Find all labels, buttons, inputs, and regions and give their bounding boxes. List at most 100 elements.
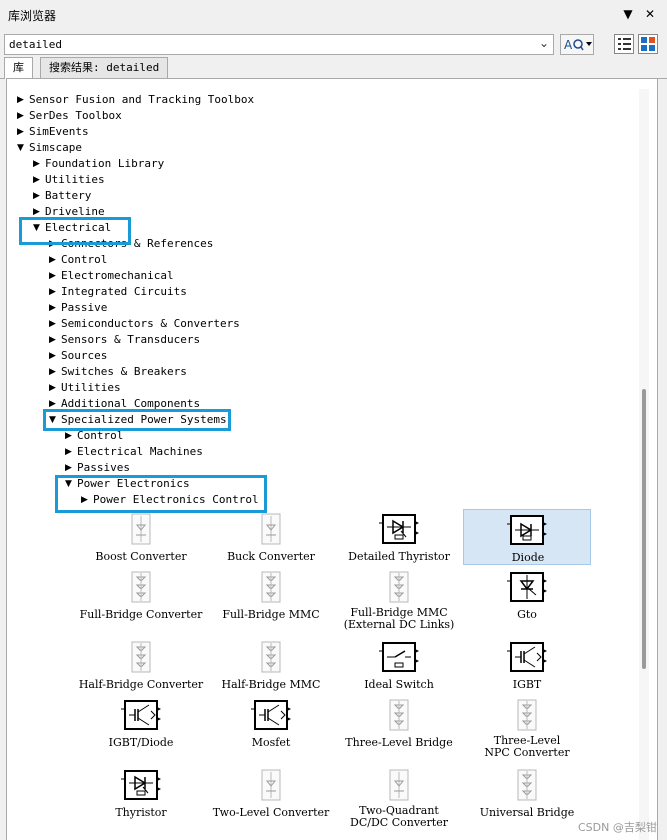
block-item[interactable]: Thyristor [77, 765, 205, 823]
scrollbar-thumb[interactable] [642, 389, 646, 669]
tree-item-label: Sources [61, 349, 108, 362]
collapsed-arrow-icon[interactable]: ▶ [17, 127, 24, 137]
collapsed-arrow-icon[interactable]: ▶ [33, 159, 40, 169]
tree-item[interactable]: ▶ Switches & Breakers [49, 364, 187, 380]
tree-item-label: Sensors & Transducers [61, 333, 201, 346]
block-item[interactable]: Gto [463, 567, 591, 625]
tree-item-label: Connectors & References [61, 237, 214, 250]
chevron-down-icon[interactable]: ⌄ [538, 36, 549, 50]
tree-item[interactable]: ▶Electromechanical [49, 268, 174, 284]
highlight-box [19, 217, 131, 245]
block-item[interactable]: Boost Converter [77, 509, 205, 567]
tree-item-label: Utilities [61, 381, 121, 394]
tree-item[interactable]: ▶Driveline [33, 204, 105, 220]
bridge-icon [251, 641, 291, 676]
tab-library[interactable]: 库 [4, 57, 33, 79]
tree-item[interactable]: ▶Electrical Machines [65, 444, 203, 460]
tree-item[interactable]: ▶Passive [49, 300, 107, 316]
block-label: Gto [517, 608, 537, 621]
find-button[interactable]: A [560, 34, 594, 55]
collapsed-arrow-icon[interactable]: ▶ [49, 319, 56, 329]
collapsed-arrow-icon[interactable]: ▶ [49, 399, 56, 409]
tree-item[interactable]: ▼ Specialized Power Systems [49, 412, 227, 428]
collapsed-arrow-icon[interactable]: ▶ [49, 335, 56, 345]
tree-item[interactable]: ▶ Sources [49, 348, 107, 364]
block-item[interactable]: Two-Level Converter [207, 765, 335, 823]
tree-item[interactable]: ▶Control [49, 252, 107, 268]
tree-item[interactable]: ▶SimEvents [17, 124, 89, 140]
collapsed-arrow-icon[interactable]: ▶ [49, 287, 56, 297]
collapsed-arrow-icon[interactable]: ▶ [49, 383, 56, 393]
collapsed-arrow-icon[interactable]: ▶ [33, 175, 40, 185]
block-item[interactable]: Full-Bridge MMC(External DC Links) [335, 567, 463, 631]
block-label: Half-Bridge Converter [78, 678, 204, 691]
expanded-arrow-icon[interactable]: ▼ [49, 415, 56, 425]
igbt-diode-icon [121, 699, 161, 734]
list-view-icon[interactable] [614, 34, 634, 54]
block-item[interactable]: Full-Bridge MMC [207, 567, 335, 625]
block-item[interactable]: Detailed Thyristor [335, 509, 463, 567]
tree-item-label: Electrical [45, 221, 112, 234]
close-icon[interactable]: ✕ [644, 7, 656, 21]
switch-icon [379, 641, 419, 676]
block-item[interactable]: Universal Bridge [463, 765, 591, 823]
scrollbar[interactable] [639, 89, 649, 840]
collapsed-arrow-icon[interactable]: ▶ [65, 431, 72, 441]
thyristor-icon [379, 513, 419, 548]
block-item[interactable]: Diode [463, 509, 591, 565]
block-item[interactable]: Ideal Switch [335, 637, 463, 695]
collapsed-arrow-icon[interactable]: ▶ [65, 447, 72, 457]
tree-item-label: Switches & Breakers [61, 365, 187, 378]
collapsed-arrow-icon[interactable]: ▶ [17, 95, 24, 105]
search-input[interactable]: detailed ⌄ [4, 34, 554, 55]
collapsed-arrow-icon[interactable]: ▶ [49, 351, 56, 361]
block-item[interactable]: Half-Bridge Converter [77, 637, 205, 695]
collapse-panel-icon[interactable]: ▼ [623, 7, 633, 21]
tree-item[interactable]: ▼Simscape [17, 140, 82, 156]
tree-item[interactable]: ▶Additional Components [49, 396, 200, 412]
tree-item[interactable]: ▶Sensor Fusion and Tracking Toolbox [17, 92, 254, 108]
grid-view-icon[interactable] [638, 34, 658, 54]
tab-search-results[interactable]: 搜索结果: detailed [40, 57, 169, 78]
tree-item[interactable]: ▼ Electrical [33, 220, 111, 236]
collapsed-arrow-icon[interactable]: ▶ [81, 495, 88, 505]
collapsed-arrow-icon[interactable]: ▶ [49, 367, 56, 377]
tree-item[interactable]: ▶Passives [65, 460, 130, 476]
tree-item[interactable]: ▶ Sensors & Transducers [49, 332, 200, 348]
expanded-arrow-icon[interactable]: ▼ [17, 143, 24, 153]
block-label: Two-Level Converter [212, 806, 330, 819]
tree-item[interactable]: ▶Integrated Circuits [49, 284, 187, 300]
bridge-icon [379, 571, 419, 606]
tree-item-label: Specialized Power Systems [61, 413, 227, 426]
block-item[interactable]: IGBT [463, 637, 591, 695]
tree-item[interactable]: ▶Foundation Library [33, 156, 164, 172]
block-item[interactable]: Half-Bridge MMC [207, 637, 335, 695]
tree-item[interactable]: ▶Semiconductors & Converters [49, 316, 240, 332]
block-item[interactable]: IGBT/Diode [77, 695, 205, 753]
tree-item[interactable]: ▼Power Electronics [65, 476, 190, 492]
collapsed-arrow-icon[interactable]: ▶ [17, 111, 24, 121]
expanded-arrow-icon[interactable]: ▼ [33, 223, 40, 233]
tree-item[interactable]: ▶Power Electronics Control [81, 492, 259, 508]
collapsed-arrow-icon[interactable]: ▶ [49, 255, 56, 265]
collapsed-arrow-icon[interactable]: ▶ [33, 207, 40, 217]
tree-item[interactable]: ▶ Utilities [49, 380, 121, 396]
tree-item[interactable]: ▶Battery [33, 188, 91, 204]
expanded-arrow-icon[interactable]: ▼ [65, 479, 72, 489]
block-item[interactable]: Full-Bridge Converter [77, 567, 205, 625]
tree-item[interactable]: ▶Utilities [33, 172, 105, 188]
bridge-icon [379, 699, 419, 734]
block-item[interactable]: Buck Converter [207, 509, 335, 567]
collapsed-arrow-icon[interactable]: ▶ [49, 271, 56, 281]
collapsed-arrow-icon[interactable]: ▶ [33, 191, 40, 201]
block-item[interactable]: Mosfet [207, 695, 335, 753]
tree-item[interactable]: ▶SerDes Toolbox [17, 108, 122, 124]
tree-item[interactable]: ▶Control [65, 428, 123, 444]
bridge-icon [507, 769, 547, 804]
mosfet-icon [251, 699, 291, 734]
block-item[interactable]: Three-Level Bridge [335, 695, 463, 753]
collapsed-arrow-icon[interactable]: ▶ [65, 463, 72, 473]
collapsed-arrow-icon[interactable]: ▶ [49, 303, 56, 313]
